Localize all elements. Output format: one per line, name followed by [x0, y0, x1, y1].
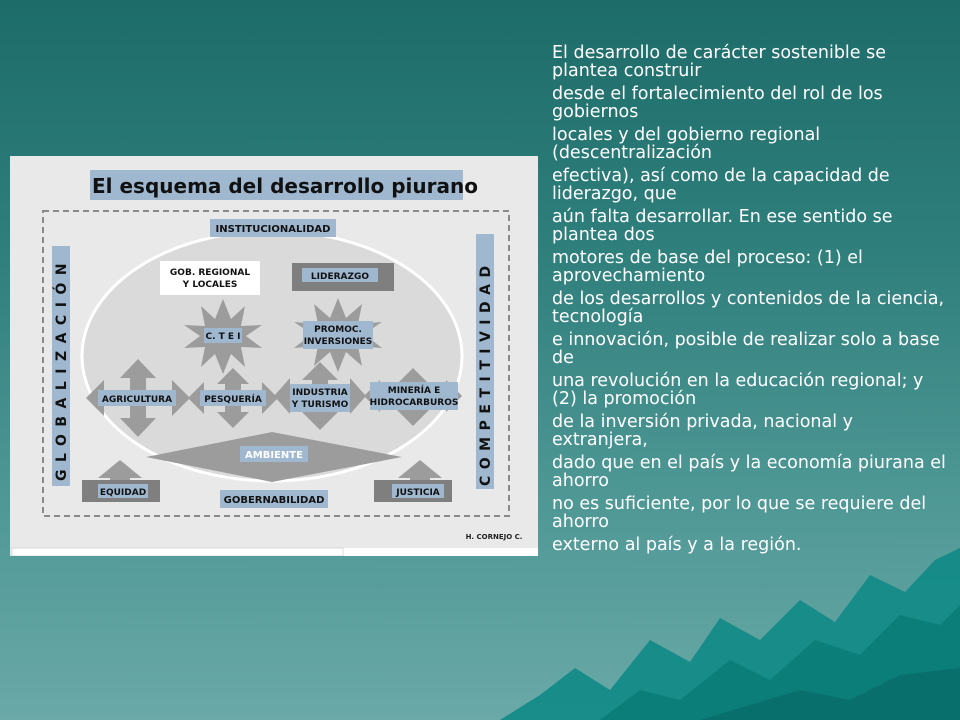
slide-text-line: no es suficiente, por lo que se requiere…: [552, 494, 927, 532]
diagram-title-box: [90, 170, 463, 200]
outer-frame: [42, 210, 510, 517]
label-competitividad: COMPETITIVIDAD: [478, 259, 494, 486]
label-y-locales: Y LOCALES: [182, 280, 238, 290]
label-agricultura: AGRICULTURA: [102, 395, 172, 405]
slide-text-line: desde el fortalecimiento del rol de los …: [552, 84, 883, 122]
slide-text-line: motores de base del proceso: (1) el apro…: [552, 248, 863, 286]
label-y-turismo: Y TURISMO: [291, 400, 349, 410]
diagram-figure: El esquema del desarrollo piurano INSTIT…: [10, 156, 538, 557]
label-mineria: MINERÍA E: [388, 384, 441, 396]
slide-text-line: El desarrollo de carácter sostenible se …: [552, 43, 887, 81]
label-inversiones: INVERSIONES: [304, 337, 373, 347]
slide-text-line: dado que en el país y la economía piuran…: [552, 453, 946, 491]
slide-text-line: e innovación, posible de realizar solo a…: [552, 330, 940, 368]
slide-text-line: una revolución en la educación regional;…: [552, 371, 924, 409]
label-ctei: C. T E I: [205, 332, 240, 342]
label-hidrocarburos: HIDROCARBUROS: [370, 398, 459, 408]
label-justicia: JUSTICIA: [395, 488, 440, 498]
label-pesqueria: PESQUERÍA: [204, 393, 262, 405]
label-promoc: PROMOC.: [314, 325, 362, 335]
equidad-up-arrow: [98, 460, 142, 484]
label-gob-regional: GOB. REGIONAL: [170, 268, 250, 278]
diagram-title: El esquema del desarrollo piurano: [92, 174, 478, 198]
slide-text-line: de la inversión privada, nacional y extr…: [552, 412, 854, 450]
slide-text-line: locales y del gobierno regional (descent…: [552, 125, 821, 163]
label-institucionalidad: INSTITUCIONALIDAD: [216, 224, 331, 235]
label-ambiente: AMBIENTE: [245, 450, 303, 461]
author-credit: H. CORNEJO C.: [466, 533, 523, 541]
slide-text: El desarrollo de carácter sostenible se …: [552, 44, 952, 559]
slide-text-line: efectiva), así como de la capacidad de l…: [552, 166, 890, 204]
label-gobernabilidad: GOBERNABILIDAD: [224, 495, 325, 506]
slide-text-line: externo al país y a la región.: [552, 535, 802, 555]
label-liderazgo: LIDERAZGO: [311, 272, 370, 282]
label-industria: INDUSTRIA: [292, 388, 348, 398]
slide-text-line: de los desarrollos y contenidos de la ci…: [552, 289, 945, 327]
justicia-up-arrow: [398, 460, 442, 484]
slide-text-line: aún falta desarrollar. En ese sentido se…: [552, 207, 893, 245]
label-globalizacion: GLOBALIZACIÓN: [52, 256, 70, 481]
label-equidad: EQUIDAD: [100, 488, 146, 498]
